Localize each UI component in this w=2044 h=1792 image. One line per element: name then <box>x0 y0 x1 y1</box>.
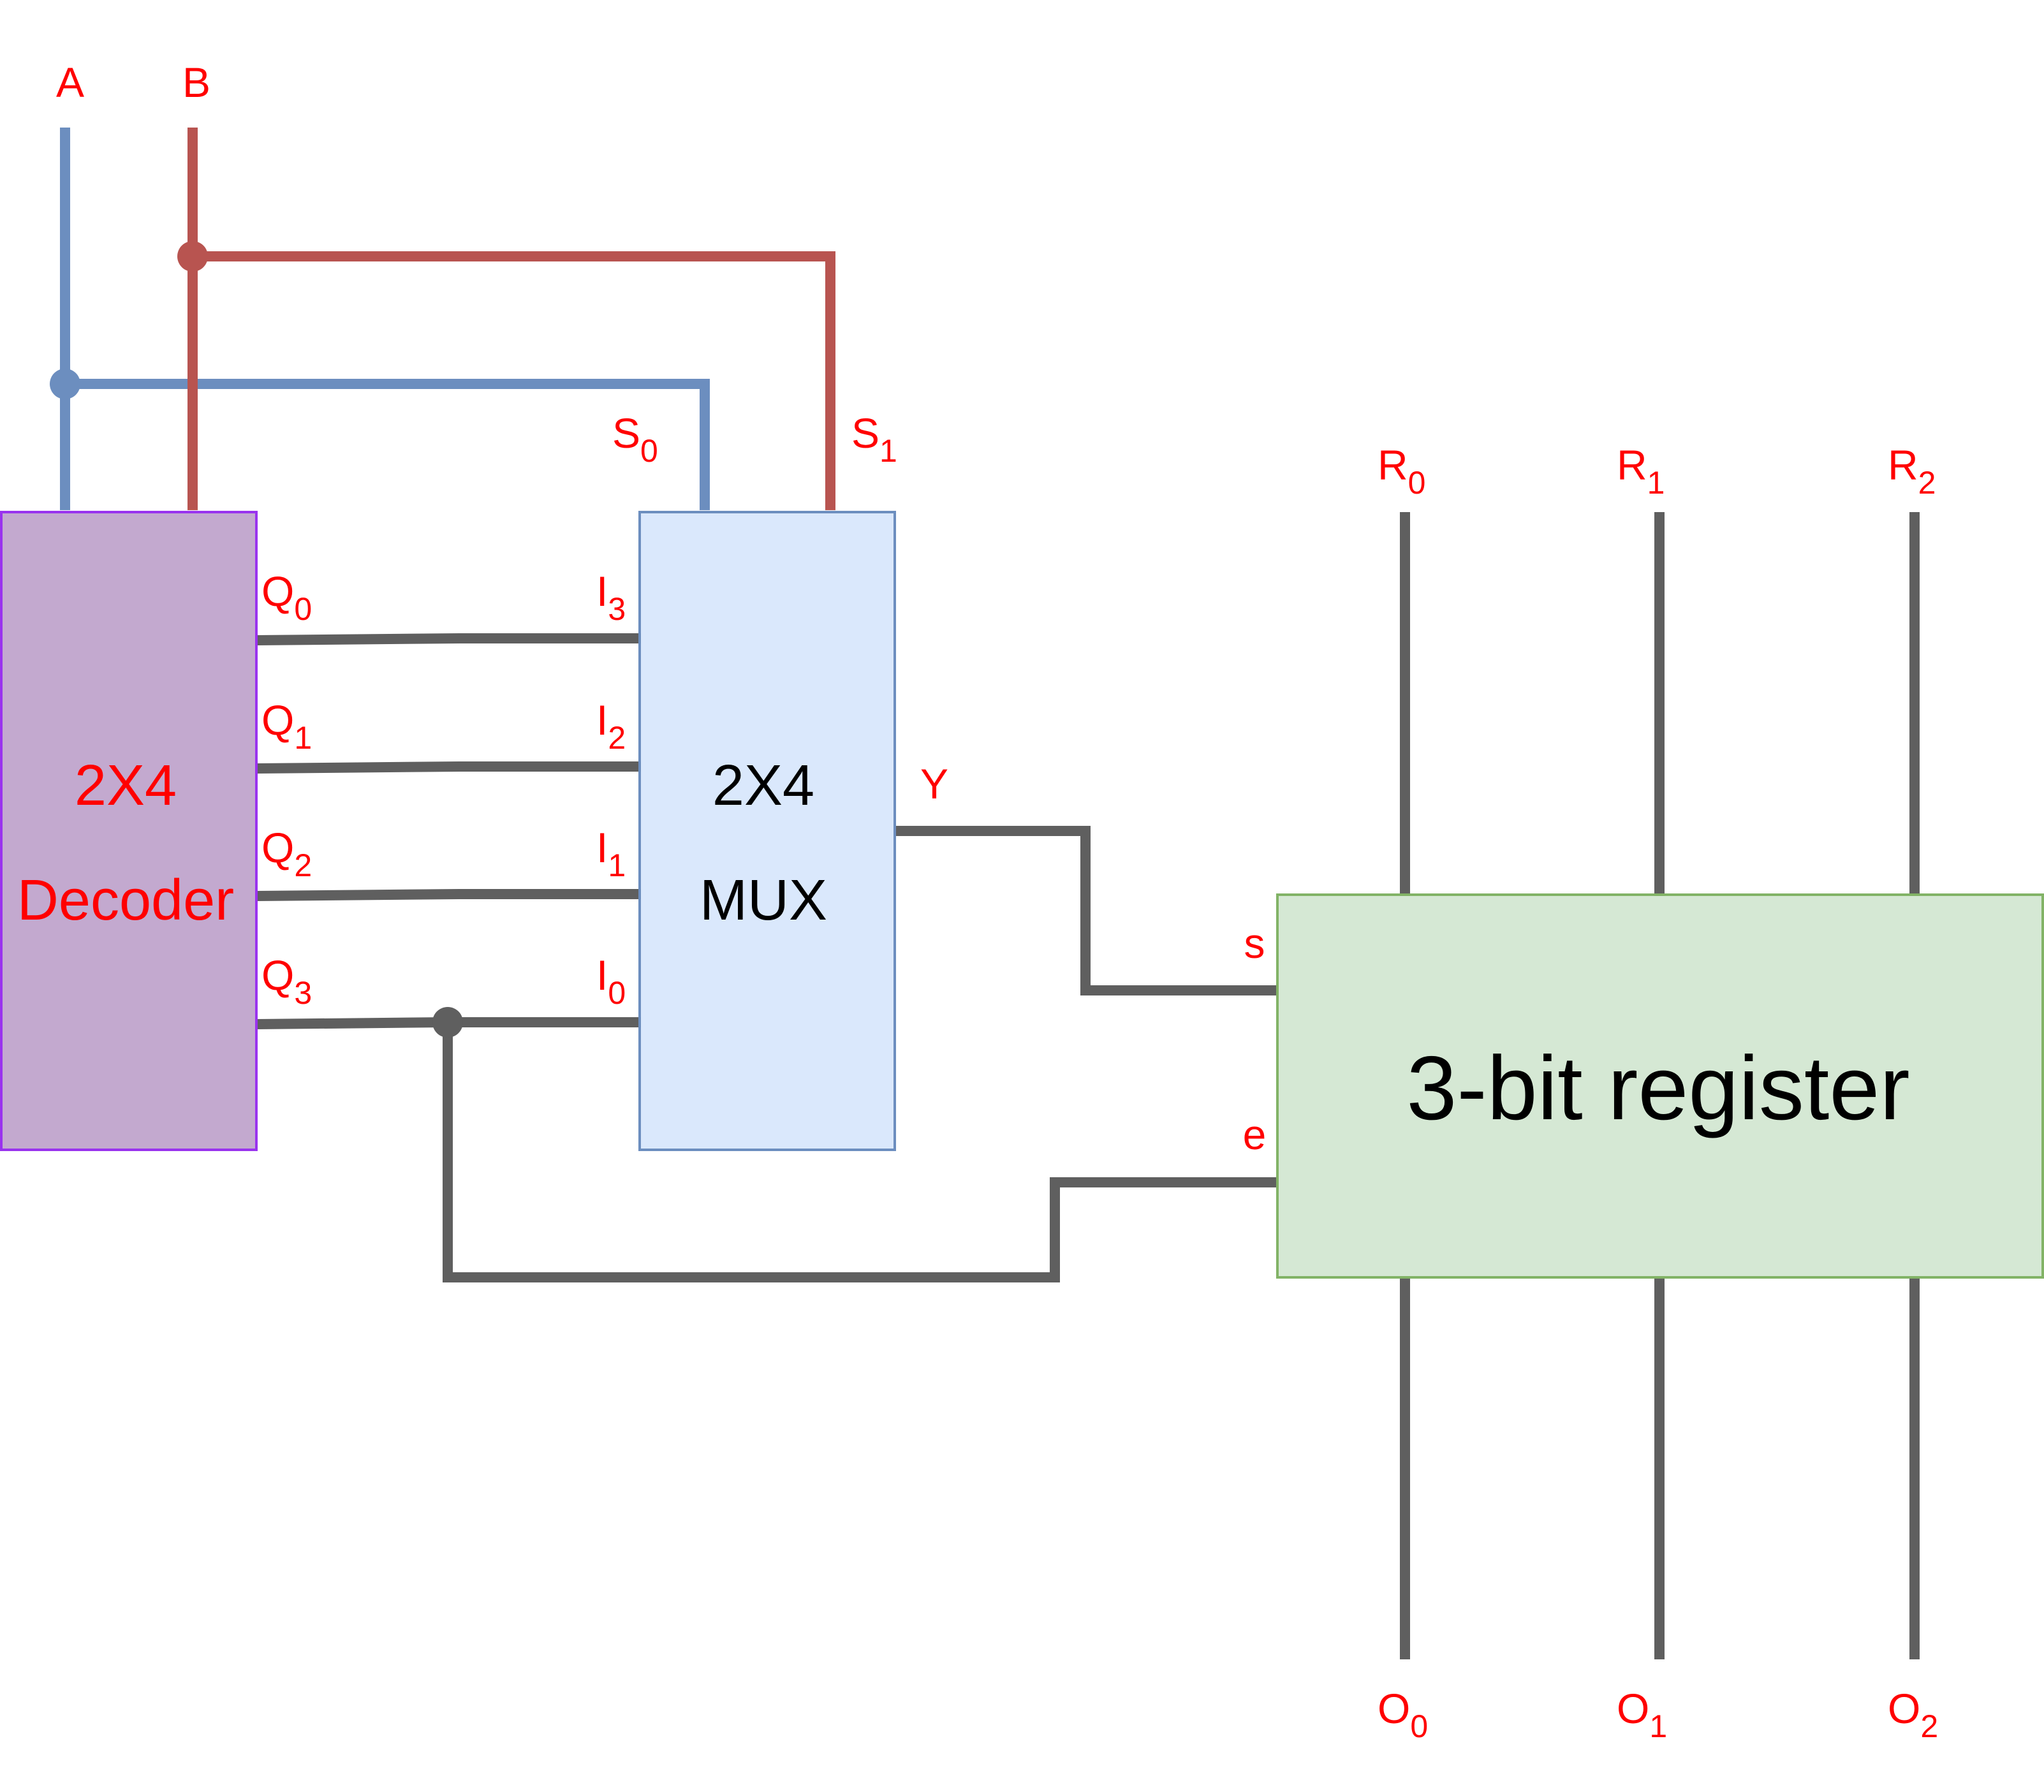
mux-label-line1: 2X4 <box>712 754 814 818</box>
register-input-label: R2 <box>1888 441 1936 501</box>
input-label-b: B <box>182 59 210 106</box>
decoder-label-line2: Decoder <box>17 869 234 932</box>
register-input-label: R1 <box>1617 441 1665 501</box>
mux-input-label: I3 <box>596 568 626 627</box>
wire-y-s <box>895 826 1277 995</box>
register-output-label: O1 <box>1617 1685 1667 1744</box>
wire-a <box>50 128 710 510</box>
mux-input-label: I2 <box>596 696 626 756</box>
decoder-output-label: Q3 <box>261 951 312 1011</box>
input-label-a: A <box>56 59 84 106</box>
wire-b <box>177 128 835 510</box>
decoder-output-label: Q1 <box>261 696 312 756</box>
register-output-label: O0 <box>1378 1685 1428 1744</box>
register-input-label: R0 <box>1378 441 1425 501</box>
register-s-label: s <box>1244 920 1265 967</box>
mux-input-label: I0 <box>596 951 626 1011</box>
mux-block: 2X4 MUX <box>638 511 896 1151</box>
register-block: 3-bit register <box>1276 893 2044 1279</box>
decoder-output-label: Q0 <box>261 568 312 627</box>
junction-a <box>50 369 80 399</box>
decoder-block: 2X4 Decoder <box>0 511 258 1151</box>
wire-q2-i1 <box>256 889 640 901</box>
decoder-output-label: Q2 <box>261 824 312 883</box>
mux-select-label: S0 <box>612 409 658 469</box>
mux-label-line2: MUX <box>700 869 827 932</box>
register-output-label: O2 <box>1888 1685 1938 1744</box>
wire-q3-e <box>443 1022 1277 1282</box>
mux-input-label: I1 <box>596 824 626 883</box>
register-title: 3-bit register <box>1406 1038 1909 1139</box>
junction-q3 <box>432 1007 463 1038</box>
register-wires <box>1400 512 1920 1659</box>
junction-b <box>177 241 208 272</box>
mux-select-label: S1 <box>851 409 897 469</box>
decoder-label-line1: 2X4 <box>75 754 177 818</box>
wire-q1-i2 <box>256 761 640 774</box>
mux-output-label: Y <box>920 760 948 807</box>
wire-q0-i3 <box>256 633 641 645</box>
register-e-label: e <box>1243 1111 1267 1158</box>
decoder-mux-wires <box>256 633 1277 1282</box>
